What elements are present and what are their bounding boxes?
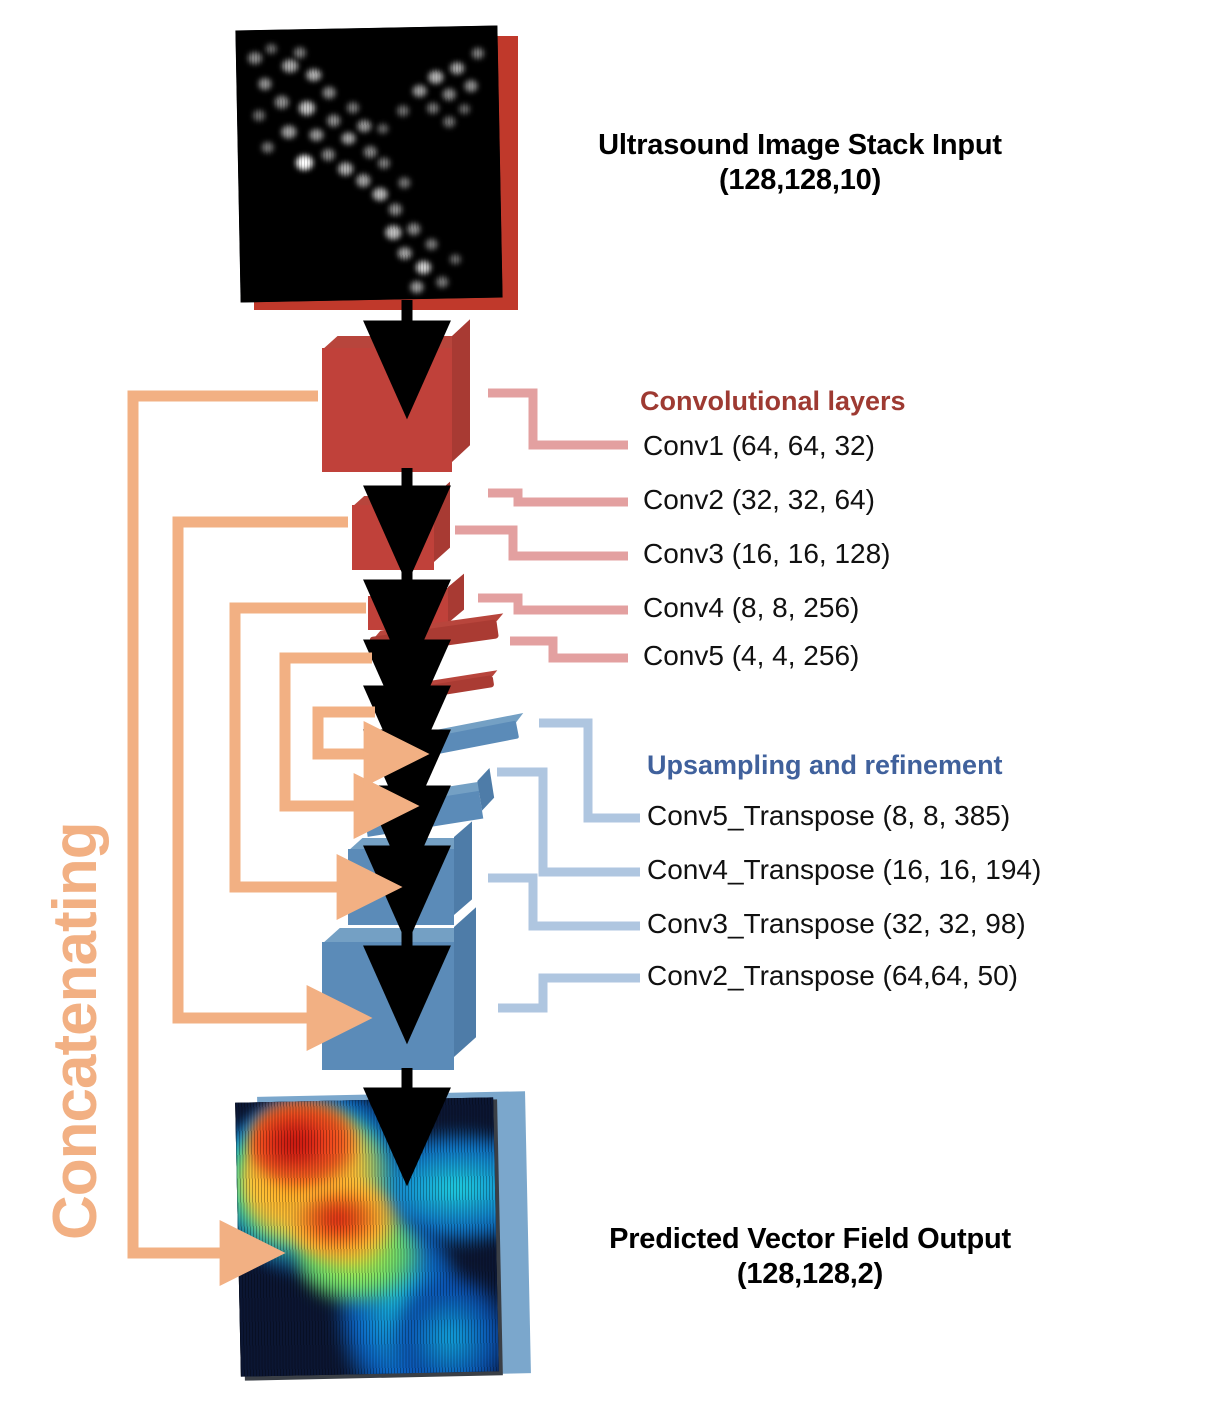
vector-field-heatmap <box>235 1097 499 1377</box>
leader-conv1 <box>488 388 628 450</box>
block-front-face <box>322 942 454 1070</box>
skip-conv4-to-tconv4 <box>279 652 420 839</box>
output-vectorfield-thumbnail <box>235 1097 499 1377</box>
input-caption-line1: Ultrasound Image Stack Input <box>598 129 1002 161</box>
concatenating-label: Concatenating <box>41 822 110 1240</box>
leader-tconv5 <box>539 718 640 823</box>
block-front-face <box>322 348 452 472</box>
input-caption: Ultrasound Image Stack Input (128,128,10… <box>520 128 1080 199</box>
input-image-card <box>235 25 518 310</box>
encoder-block-conv1 <box>322 319 482 472</box>
encoder-legend-item-conv3: Conv3 (16, 16, 128) <box>643 538 891 569</box>
block-front-face <box>352 505 434 570</box>
encoder-block-conv2 <box>352 481 462 570</box>
output-caption: Predicted Vector Field Output (128,128,2… <box>520 1222 1100 1293</box>
leader-conv2 <box>488 488 628 507</box>
encoder-legend-item-conv1: Conv1 (64, 64, 32) <box>643 430 875 461</box>
leader-conv5 <box>510 636 628 663</box>
leader-conv5b <box>505 660 628 688</box>
decoder-legend-item-tconv3: Conv3_Transpose (32, 32, 98) <box>647 908 1026 939</box>
block-side-face <box>434 481 450 562</box>
encoder-legend-item-conv5: Conv5 (4, 4, 256) <box>643 640 860 671</box>
decoder-block-conv2-transpose <box>322 907 502 1084</box>
output-caption-line2: (128,128,2) <box>736 1258 884 1291</box>
leader-conv3 <box>455 525 628 561</box>
decoder-legend-item-tconv4: Conv4_Transpose (16, 16, 194) <box>647 854 1042 885</box>
leader-tconv3 <box>488 873 640 931</box>
decoder-legend-item-tconv2: Conv2_Transpose (64,64, 50) <box>647 960 1018 991</box>
leader-tconv2 <box>498 973 640 1013</box>
skip-conv5-to-tconv5 <box>312 706 430 787</box>
output-image-card <box>235 1091 531 1382</box>
block-side-face <box>454 821 472 915</box>
decoder-legend-header: Upsampling and refinement <box>647 750 1003 780</box>
skip-conv3-to-tconv3 <box>229 602 403 920</box>
input-ultrasound-thumbnail <box>235 25 503 303</box>
encoder-legend-item-conv2: Conv2 (32, 32, 64) <box>643 484 875 515</box>
block-side-face <box>452 319 470 462</box>
block-side-face <box>448 573 464 623</box>
input-caption-line2: (128,128,10) <box>718 164 882 197</box>
leader-tconv4 <box>497 767 640 877</box>
block-side-face <box>454 907 476 1057</box>
decoder-leader-lines <box>488 718 640 1013</box>
encoder-legend-header: Convolutional layers <box>640 386 906 416</box>
block-front-face <box>348 849 454 925</box>
encoder-legend-item-conv4: Conv4 (8, 8, 256) <box>643 592 860 623</box>
decoder-legend-item-tconv5: Conv5_Transpose (8, 8, 385) <box>647 800 1011 831</box>
ultrasound-speckle-image <box>235 25 503 303</box>
decoder-block-conv5-transpose <box>372 710 547 782</box>
leader-conv4 <box>478 593 628 615</box>
output-caption-line1: Predicted Vector Field Output <box>609 1223 1011 1255</box>
encoder-block-conv5 <box>371 668 519 724</box>
